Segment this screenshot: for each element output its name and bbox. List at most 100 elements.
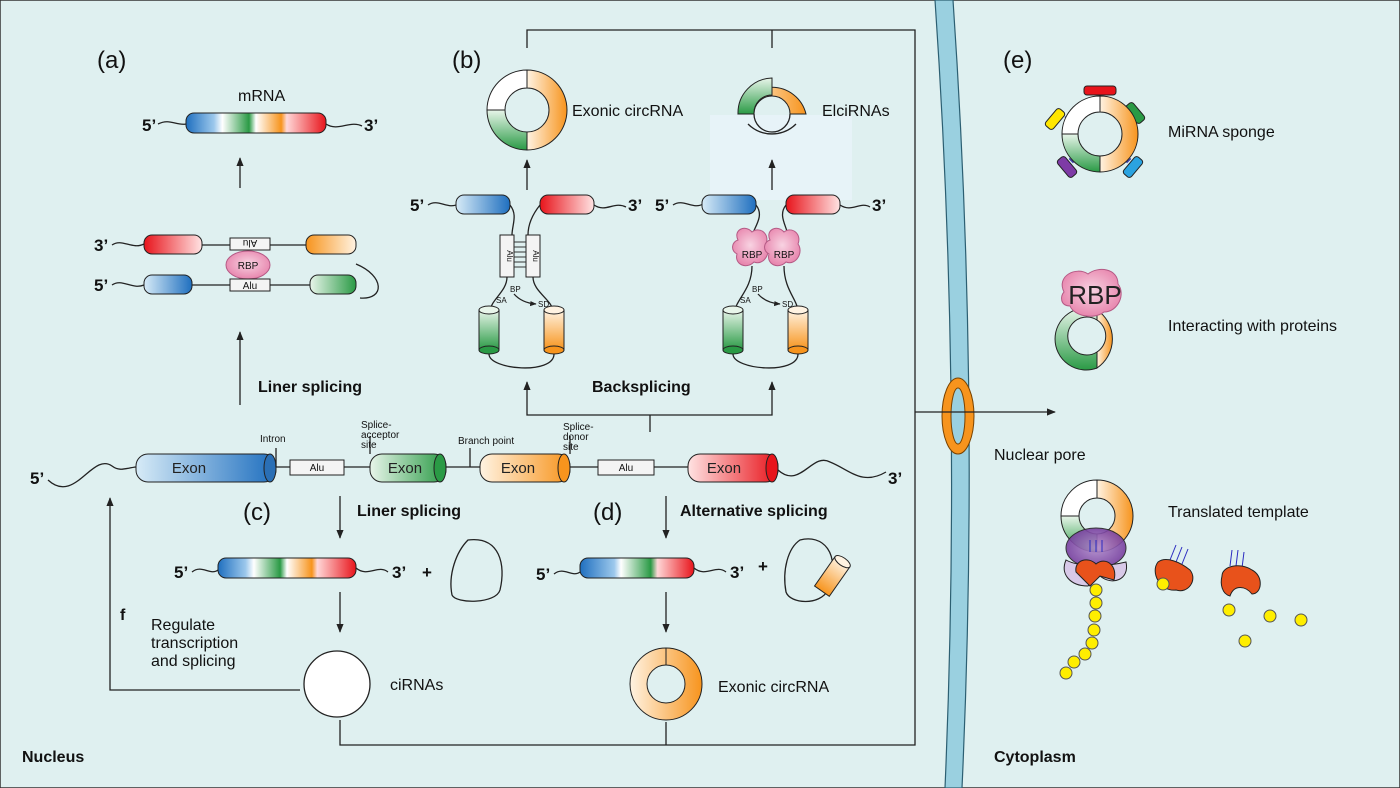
- b-rbp-blob-2: [764, 227, 801, 267]
- b-rbp-blob-1: [732, 227, 769, 267]
- d-exonic-circrna: [629, 647, 703, 721]
- c-tail3: [355, 567, 389, 573]
- f-feedback-line: [109, 500, 300, 691]
- b-right-tail5: [672, 202, 704, 207]
- cytoplasm-label: Cytoplasm: [994, 749, 1076, 766]
- b-left-orange-exon: [543, 309, 565, 351]
- a-alu-top-label: Alu: [243, 237, 257, 248]
- b-left-tail3: [593, 204, 627, 209]
- mrna-3prime: 3’: [364, 116, 378, 135]
- d-exonic-circrna-label: Exonic circRNA: [718, 679, 829, 696]
- b-rbp-2-label: RBP: [774, 250, 795, 261]
- intron-label: Intron: [260, 434, 286, 445]
- b-right-green-exon: [722, 309, 744, 351]
- nucleus-label: Nucleus: [22, 749, 84, 766]
- panel-label-c: (c): [243, 499, 271, 526]
- nuclear-pore: [941, 377, 975, 455]
- a-bottom-tail: [111, 282, 145, 287]
- b-right-sa: SA: [740, 296, 751, 305]
- branch-point-label: Branch point: [458, 436, 514, 447]
- gene-alu-1-label: Alu: [310, 463, 324, 474]
- c-process-label: Liner splicing: [357, 503, 461, 520]
- b-left-tail5: [427, 202, 459, 207]
- mrna-transcript: [185, 112, 327, 134]
- c-mrna: [217, 557, 357, 579]
- d-5prime: 5’: [536, 565, 550, 584]
- d-3prime: 3’: [730, 563, 744, 582]
- gene-exon-4-label: Exon: [707, 460, 741, 477]
- b-right-lower-loop: [732, 353, 799, 369]
- c-tail5: [191, 568, 219, 573]
- b-left-base-pairs: [514, 241, 526, 268]
- c-plus: +: [422, 563, 432, 582]
- acceptor-label: Splice- acceptor site: [361, 420, 402, 451]
- d-lariat-exon: [813, 555, 851, 597]
- b-process-label: Backsplicing: [592, 379, 691, 396]
- panel-label-a: (a): [97, 47, 126, 74]
- b-left-sa: SA: [496, 296, 507, 305]
- b-left-alu-1-label: Alu: [505, 250, 514, 262]
- exonic-circrna-label: Exonic circRNA: [572, 103, 683, 120]
- protein-interaction: [1054, 268, 1122, 371]
- b-right-bp-arrow: [757, 293, 781, 307]
- b-right-red-exon: [785, 194, 841, 215]
- gene-alu-2-label: Alu: [619, 463, 633, 474]
- b-right-bp: BP: [752, 285, 763, 294]
- translation-complex: [1060, 479, 1134, 587]
- b-right-3prime: 3’: [872, 196, 886, 215]
- a-alu-top: [229, 237, 271, 251]
- d-tail5: [553, 570, 581, 575]
- b-left-bp: BP: [510, 285, 521, 294]
- gene-5prime: 5’: [30, 469, 44, 488]
- b-rbp-1-label: RBP: [742, 250, 763, 261]
- b-right-sd: SD: [782, 300, 793, 309]
- gene-exon-2-label: Exon: [388, 460, 422, 477]
- gene-alu-2: [597, 459, 655, 476]
- b-right-tail3: [839, 204, 871, 209]
- b-right-blue-exon: [701, 194, 757, 215]
- b-left-sd: SD: [538, 300, 549, 309]
- a-bottom-5prime: 5’: [94, 276, 108, 295]
- mirna-sponge: [1044, 85, 1146, 178]
- b-left-alu-2-label: Alu: [531, 250, 540, 262]
- b-left-green-exon: [478, 309, 500, 351]
- free-amino-acids: [1222, 603, 1308, 648]
- d-lariat: [784, 538, 834, 603]
- gene-tail-left: [47, 463, 137, 488]
- d-mrna: [579, 557, 695, 579]
- a-alu-bottom: [229, 278, 271, 292]
- e-function-2: Interacting with proteins: [1168, 318, 1337, 335]
- b-right-orange-exon: [787, 309, 809, 351]
- a-loop: [355, 263, 379, 299]
- a-red-exon: [143, 234, 203, 255]
- mrna-label: mRNA: [238, 88, 285, 105]
- b-left-red-exon: [539, 194, 595, 215]
- gene-exon-3-label: Exon: [501, 460, 535, 477]
- gene-tail-right: [777, 459, 887, 479]
- e-function-3: Translated template: [1168, 504, 1309, 521]
- d-plus: +: [758, 557, 768, 576]
- a-alu-bottom-label: Alu: [243, 281, 257, 292]
- nuclear-pore-label: Nuclear pore: [994, 447, 1086, 464]
- a-green-exon: [309, 274, 357, 295]
- cirna-circle: [303, 650, 371, 718]
- a-orange-exon: [305, 234, 357, 255]
- b-left-blue-exon: [455, 194, 511, 215]
- peptide-chain: [1059, 583, 1103, 680]
- elcirna-label: ElciRNAs: [822, 103, 890, 120]
- outer-connector: [339, 29, 916, 746]
- f-text: Regulate transcription and splicing: [151, 617, 243, 670]
- backsplice-connector: [526, 384, 773, 432]
- b-left-3prime: 3’: [628, 196, 642, 215]
- a-top-3prime: 3’: [94, 236, 108, 255]
- panel-label-d: (d): [593, 499, 622, 526]
- mrna-5prime: 5’: [142, 116, 156, 135]
- b-left-introns: [509, 204, 541, 236]
- e-rbp-label: RBP: [1068, 280, 1121, 310]
- gene-3prime: 3’: [888, 469, 902, 488]
- b-left-bp-arrow: [513, 293, 537, 307]
- c-lariat: [450, 539, 503, 602]
- e-function-1: MiRNA sponge: [1168, 124, 1275, 141]
- mrna-tail-right: [325, 123, 363, 128]
